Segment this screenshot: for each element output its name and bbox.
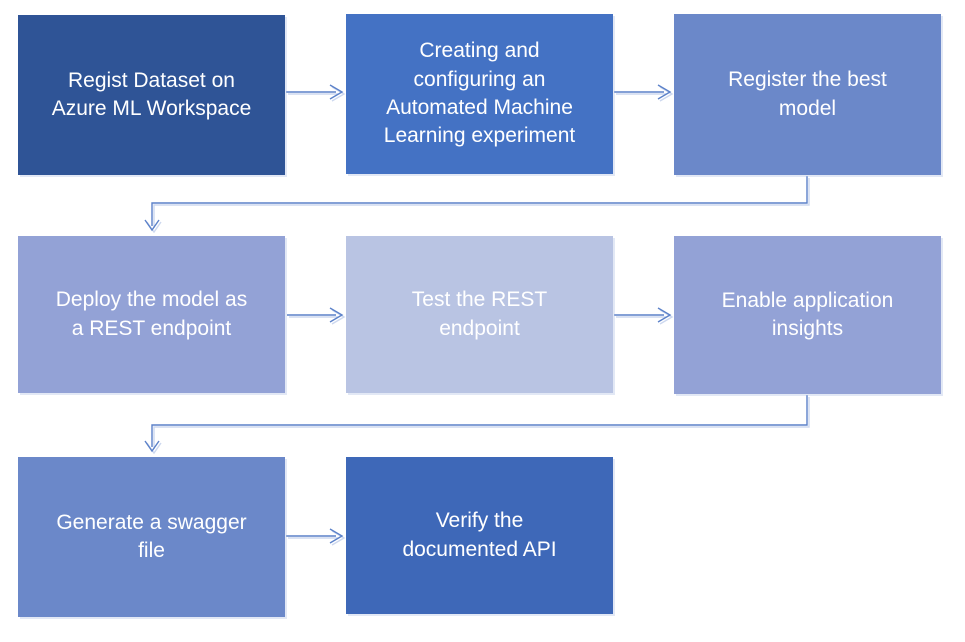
flow-box-label: Test the REST endpoint <box>411 288 548 340</box>
flow-box-deploy-endpoint: Deploy the model as a REST endpoint <box>18 236 285 393</box>
elbow-insights-to-swagger <box>153 397 810 449</box>
flow-box-automl-experiment: Creating and configuring an Automated Ma… <box>346 14 613 174</box>
flow-box-generate-swagger: Generate a swagger file <box>18 457 285 617</box>
flow-box-test-endpoint: Test the REST endpoint <box>346 236 613 393</box>
elbow-insights-to-swagger <box>151 395 808 447</box>
arrowhead-1 <box>329 84 344 100</box>
arrowhead-1 <box>331 86 346 102</box>
flow-box-label: Verify the documented API <box>402 509 557 561</box>
arrowhead-4 <box>329 307 344 323</box>
arrowhead-6 <box>144 440 160 453</box>
arrowhead-3 <box>146 221 162 234</box>
arrowhead-7 <box>329 528 344 544</box>
flow-box-verify-api: Verify the documented API <box>346 457 613 614</box>
elbow-register-to-deploy <box>153 178 810 228</box>
flow-box-label: Creating and configuring an Automated Ma… <box>383 39 576 148</box>
arrowhead-3 <box>144 219 160 232</box>
flow-box-enable-insights: Enable application insights <box>674 236 941 394</box>
arrowhead-5 <box>657 307 672 323</box>
flow-box-register-model: Register the best model <box>674 14 941 175</box>
flow-box-label: Enable application insights <box>721 288 894 340</box>
arrowhead-2 <box>659 86 674 102</box>
elbow-register-to-deploy <box>151 176 808 226</box>
arrowhead-6 <box>146 442 162 455</box>
arrowhead-2 <box>657 84 672 100</box>
flow-box-label: Register the best model <box>728 68 887 120</box>
arrowhead-5 <box>659 309 674 325</box>
arrowhead-4 <box>331 309 346 325</box>
flow-box-register-dataset: Regist Dataset on Azure ML Workspace <box>18 15 285 175</box>
flow-box-label: Generate a swagger file <box>56 510 247 562</box>
flow-box-label: Regist Dataset on Azure ML Workspace <box>51 68 252 120</box>
flow-box-label: Deploy the model as a REST endpoint <box>55 288 248 340</box>
arrowhead-7 <box>331 530 346 546</box>
